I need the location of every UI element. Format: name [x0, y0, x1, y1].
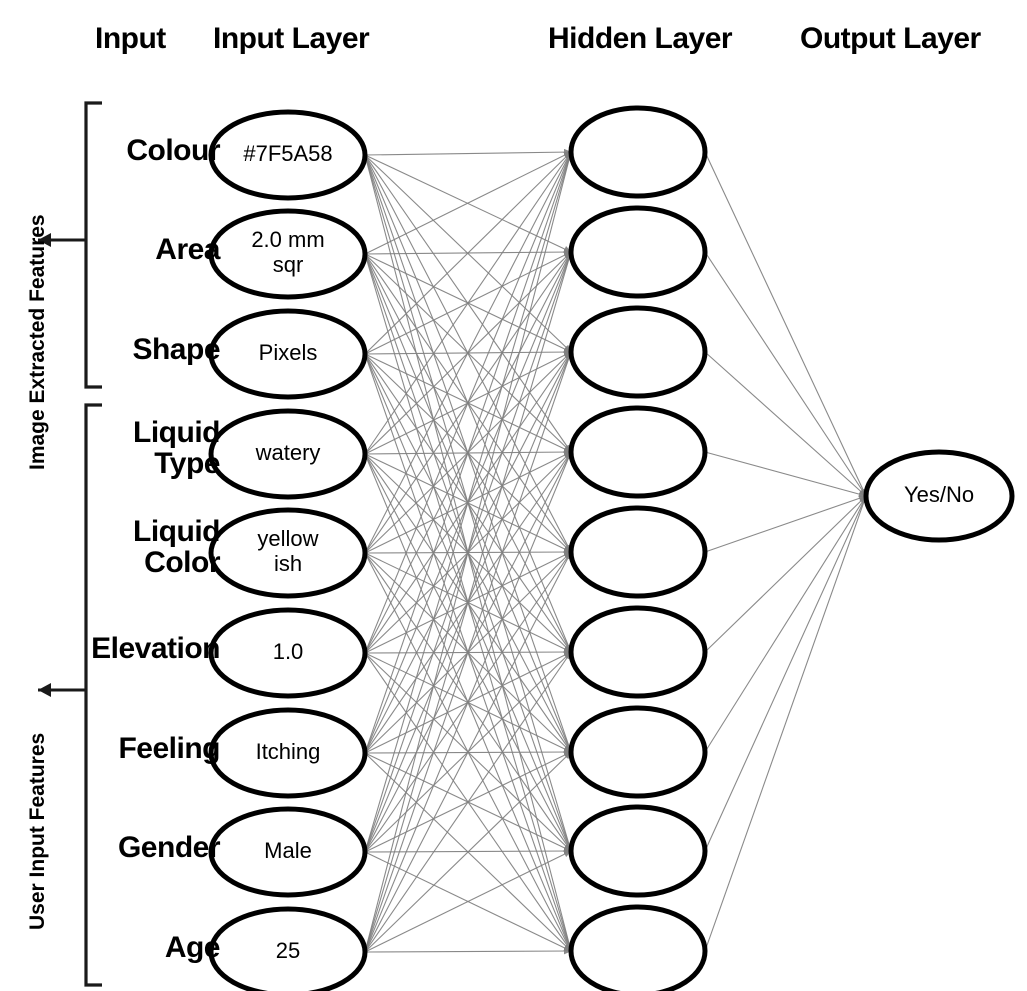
column-header-1: Input Layer: [213, 22, 370, 55]
hidden-node-5[interactable]: [568, 605, 708, 699]
column-header-0: Input: [95, 22, 166, 55]
feature-label-2: Shape: [50, 333, 220, 366]
column-header-3: Output Layer: [800, 22, 981, 55]
feature-label-line: Gender: [117, 831, 221, 864]
hidden-node-1[interactable]: [568, 205, 708, 299]
feature-label-6: Feeling: [50, 732, 220, 765]
feature-label-line: Elevation: [91, 632, 220, 665]
feature-label-5: Elevation: [50, 632, 220, 665]
input-node-3[interactable]: [208, 408, 368, 500]
group-brackets: [38, 101, 102, 987]
column-header-2: Hidden Layer: [548, 22, 733, 55]
feature-label-8: Age: [50, 931, 221, 964]
output-node[interactable]: [863, 449, 1015, 543]
hidden-node-2[interactable]: [568, 305, 708, 399]
input-node-4[interactable]: [208, 507, 368, 599]
hidden-node-0[interactable]: [568, 105, 708, 199]
feature-label-line: Liquid: [133, 515, 220, 548]
hidden-node-4[interactable]: [568, 505, 708, 599]
group-caption-0: Image Extracted Features: [26, 214, 49, 470]
input-node-8[interactable]: [208, 906, 368, 991]
feature-label-line: Age: [164, 931, 221, 964]
feature-label-line: Color: [144, 545, 220, 579]
output-layer-node: [863, 449, 1015, 543]
input-layer-nodes: [208, 109, 368, 991]
hidden-node-8[interactable]: [568, 904, 708, 991]
feature-label-line: Feeling: [118, 732, 220, 765]
feature-label-7: Gender: [50, 831, 221, 864]
hidden-layer-nodes: [568, 105, 708, 991]
edges-input-to-hidden: [364, 148, 573, 955]
group-caption-1: User Input Features: [26, 732, 49, 930]
input-node-6[interactable]: [208, 707, 368, 799]
input-node-2[interactable]: [208, 308, 368, 400]
feature-label-line: Type: [154, 446, 220, 480]
hidden-node-7[interactable]: [568, 804, 708, 898]
hidden-node-3[interactable]: [568, 405, 708, 499]
input-node-1[interactable]: [208, 208, 368, 300]
input-node-5[interactable]: [208, 607, 368, 699]
input-node-7[interactable]: [208, 806, 368, 898]
input-node-0[interactable]: [208, 109, 368, 201]
feature-label-line: Colour: [126, 134, 220, 167]
feature-label-line: Area: [155, 233, 220, 266]
feature-label-1: Area: [50, 233, 220, 266]
feature-label-line: Liquid: [133, 416, 220, 449]
hidden-node-6[interactable]: [568, 705, 708, 799]
feature-label-line: Shape: [132, 333, 220, 366]
edges-hidden-to-output: [704, 151, 867, 952]
feature-label-0: Colour: [50, 134, 220, 167]
